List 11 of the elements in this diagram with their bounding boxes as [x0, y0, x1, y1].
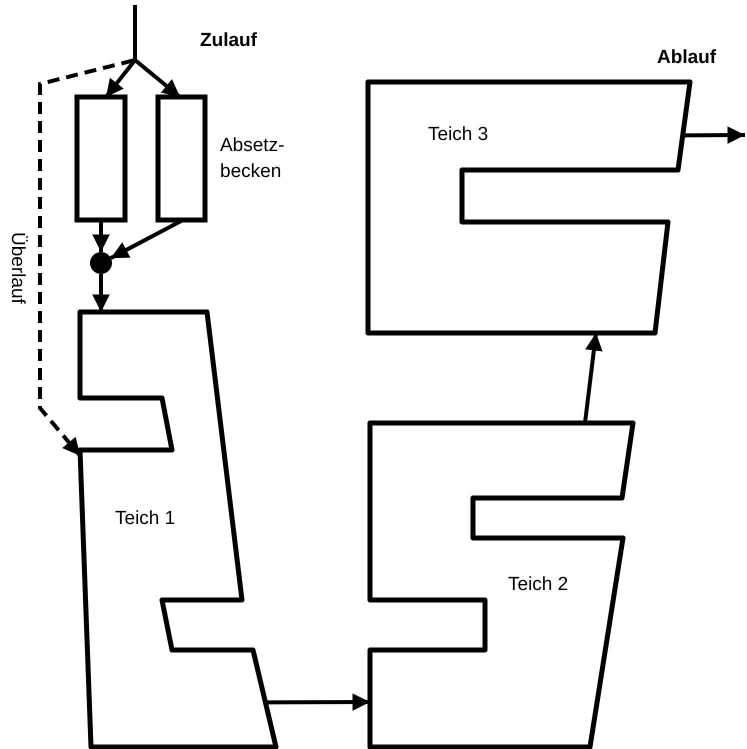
pond-name: Teich 2	[508, 574, 568, 596]
arrow	[38, 5, 137, 458]
edge-label: Überlauf	[6, 232, 28, 304]
arrow	[92, 274, 110, 312]
pond-name: Teich 1	[115, 508, 176, 530]
pond-name: Teich 3	[428, 124, 488, 146]
arrow	[583, 332, 603, 424]
flow-label: Zulauf	[200, 30, 257, 52]
note-text: Absetz- becken	[220, 134, 286, 184]
arrow	[92, 220, 110, 252]
flow-label: Ablauf	[657, 47, 716, 69]
